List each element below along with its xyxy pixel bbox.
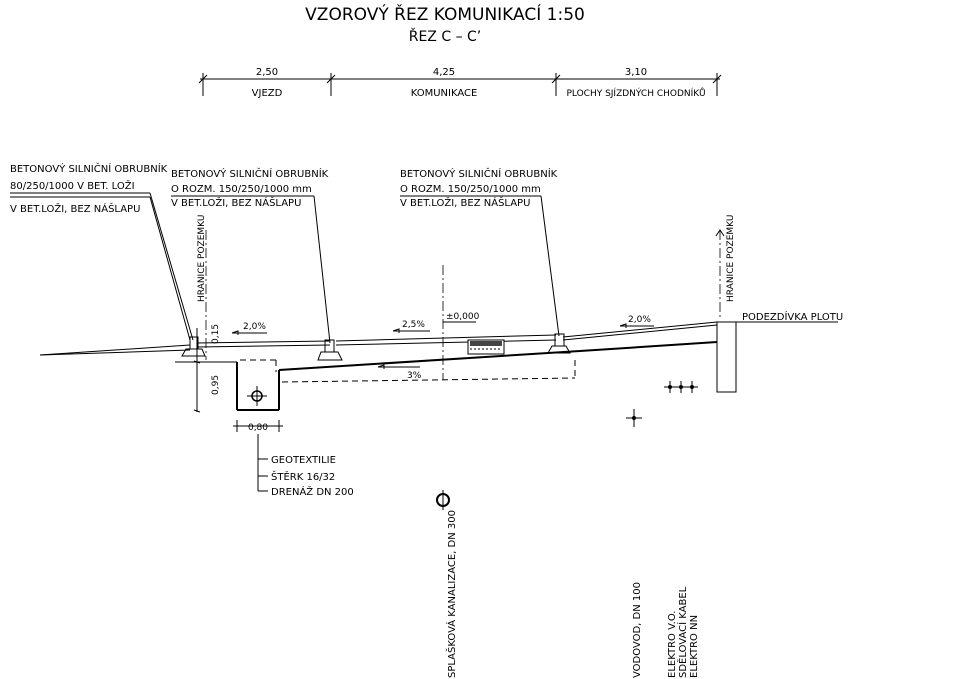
cables: ELEKTRO V.O. SDĚLOVACÍ KABEL ELEKTRO NN — [664, 381, 700, 678]
drain-layer: DRENÁŽ DN 200 — [271, 485, 354, 498]
sewer-pipe: SPLAŠKOVÁ KANALIZACE, DN 300 — [436, 490, 458, 678]
svg-text:O ROZM. 150/250/1000 mm: O ROZM. 150/250/1000 mm — [171, 184, 312, 195]
boundary-label: HRANICE POZEMKU — [197, 215, 207, 302]
svg-text:SPLAŠKOVÁ KANALIZACE, DN 300: SPLAŠKOVÁ KANALIZACE, DN 300 — [445, 510, 458, 678]
svg-text:V BET.LOŽI, BEZ NÁŠLAPU: V BET.LOŽI, BEZ NÁŠLAPU — [171, 196, 301, 209]
drain-pipe: 0,80 GEOTEXTILIE ŠTĚRK 16/32 DRENÁŽ DN 2… — [233, 386, 354, 498]
slope-label: 3% — [407, 371, 422, 381]
drain-width: 0,80 — [248, 423, 268, 433]
svg-text:SDĚLOVACÍ KABEL: SDĚLOVACÍ KABEL — [676, 586, 689, 678]
svg-text:V BET.LOŽI, BEZ NÁŠLAPU: V BET.LOŽI, BEZ NÁŠLAPU — [400, 196, 530, 209]
drawing-title: VZOROVÝ ŘEZ KOMUNIKACÍ 1:50 — [305, 3, 585, 25]
svg-text:80/250/1000 V BET. LOŽI: 80/250/1000 V BET. LOŽI — [10, 179, 135, 192]
curb-label-3: BETONOVÝ SILNIČNÍ OBRUBNÍK O ROZM. 150/2… — [400, 167, 560, 337]
dimension-value: 2,50 — [256, 67, 278, 78]
svg-text:BETONOVÝ SILNIČNÍ OBRUBNÍK: BETONOVÝ SILNIČNÍ OBRUBNÍK — [10, 162, 168, 175]
slope-label: 2,5% — [402, 320, 425, 330]
svg-text:ELEKTRO V.O.: ELEKTRO V.O. — [667, 611, 678, 678]
property-boundary-right: HRANICE POZEMKU — [715, 215, 736, 320]
gutter-drain — [467, 339, 505, 355]
subgrade — [175, 328, 718, 413]
svg-text:BETONOVÝ SILNIČNÍ OBRUBNÍK: BETONOVÝ SILNIČNÍ OBRUBNÍK — [400, 167, 558, 180]
svg-text:BETONOVÝ SILNIČNÍ OBRUBNÍK: BETONOVÝ SILNIČNÍ OBRUBNÍK — [171, 167, 329, 180]
curb-label-2: BETONOVÝ SILNIČNÍ OBRUBNÍK O ROZM. 150/2… — [171, 167, 331, 344]
svg-text:PODEZDÍVKA PLOTU: PODEZDÍVKA PLOTU — [742, 310, 843, 323]
svg-text:VODOVOD, DN 100: VODOVOD, DN 100 — [632, 582, 643, 678]
curb-label-1: BETONOVÝ SILNIČNÍ OBRUBNÍK 80/250/1000 V… — [10, 162, 194, 341]
level-mark: ±0,000 — [446, 312, 480, 322]
slope-annotations: 2,0% 2,5% 2,0% 3% — [231, 315, 654, 381]
dimension-label: PLOCHY SJÍZDNÝCH CHODNÍKŮ — [566, 87, 705, 99]
property-boundary-left: HRANICE POZEMKU — [197, 215, 207, 360]
slope-label: 2,0% — [628, 315, 651, 325]
boundary-label: HRANICE POZEMKU — [726, 215, 736, 302]
svg-text:ELEKTRO NN: ELEKTRO NN — [689, 615, 700, 678]
depth-label: 0,15 — [211, 324, 221, 344]
svg-text:O ROZM. 150/250/1000 mm: O ROZM. 150/250/1000 mm — [400, 184, 541, 195]
dimension-label: KOMUNIKACE — [411, 88, 478, 99]
drain-layer: GEOTEXTILIE — [271, 455, 336, 466]
road-profile: ±0,000 — [39, 265, 718, 380]
dimension-value: 3,10 — [625, 67, 647, 78]
fence-base: PODEZDÍVKA PLOTU — [716, 310, 843, 393]
drain-layer: ŠTĚRK 16/32 — [271, 470, 335, 483]
drawing-subtitle: ŘEZ C – C’ — [409, 28, 482, 45]
svg-text:V BET.LOŽI, BEZ NÁŠLAPU: V BET.LOŽI, BEZ NÁŠLAPU — [10, 202, 140, 215]
dimension-label: VJEZD — [252, 88, 283, 99]
depth-label: 0,95 — [211, 375, 221, 395]
water-pipe: VODOVOD, DN 100 — [626, 409, 643, 678]
slope-label: 2,0% — [243, 322, 266, 332]
dimension-chain: 2,50 4,25 3,10 VJEZD KOMUNIKACE PLOCHY S… — [198, 67, 722, 99]
dimension-value: 4,25 — [433, 67, 455, 78]
